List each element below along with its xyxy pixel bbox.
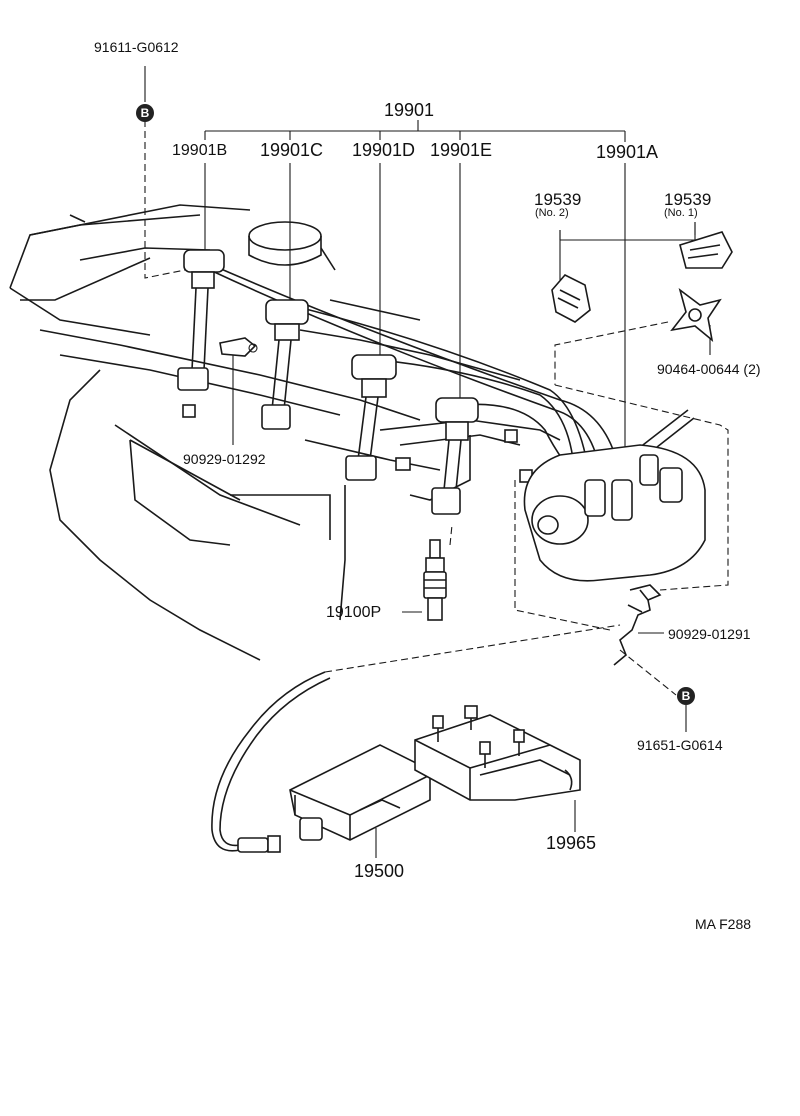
part-number-19901: 19901 [384, 100, 435, 120]
part-number-90464-00644: 90464-00644 (2) [657, 361, 761, 377]
leader-lines [144, 66, 711, 858]
part-number-19901E: 19901E [430, 140, 493, 160]
part-number-19901A: 19901A [596, 142, 659, 162]
holder-no1-note: (No. 1) [664, 207, 698, 219]
part-number-19500: 19500 [354, 861, 405, 881]
ref-mark-b-bottom: B [677, 687, 695, 705]
engine-head-outline [9, 204, 561, 661]
clamps [219, 337, 662, 666]
part-number-19100P: 19100P [326, 604, 382, 621]
spark-plug [423, 539, 447, 621]
distributor [523, 444, 706, 582]
igniter-bracket [414, 705, 581, 801]
figure-code: MA F288 [695, 916, 752, 932]
part-number-19901D: 19901D [352, 140, 416, 160]
holder-no2-note: (No. 2) [535, 207, 569, 219]
ref-mark-b-top: B [136, 104, 154, 122]
part-number-90929-01292: 90929-01292 [183, 451, 266, 467]
part-number-19901C: 19901C [260, 140, 324, 160]
part-number-19901B: 19901B [172, 142, 228, 159]
part-number-91611-G0612: 91611-G0612 [94, 39, 179, 55]
part-number-90929-01291: 90929-01291 [668, 626, 751, 642]
part-number-19539-no1: 19539 [664, 190, 712, 209]
part-number-19965: 19965 [546, 833, 597, 853]
cord-holders [551, 231, 733, 343]
igniter [211, 671, 431, 853]
part-number-91651-G0614: 91651-G0614 [637, 737, 723, 753]
part-number-19539-no2: 19539 [534, 190, 582, 209]
dashed-guides [144, 120, 729, 696]
